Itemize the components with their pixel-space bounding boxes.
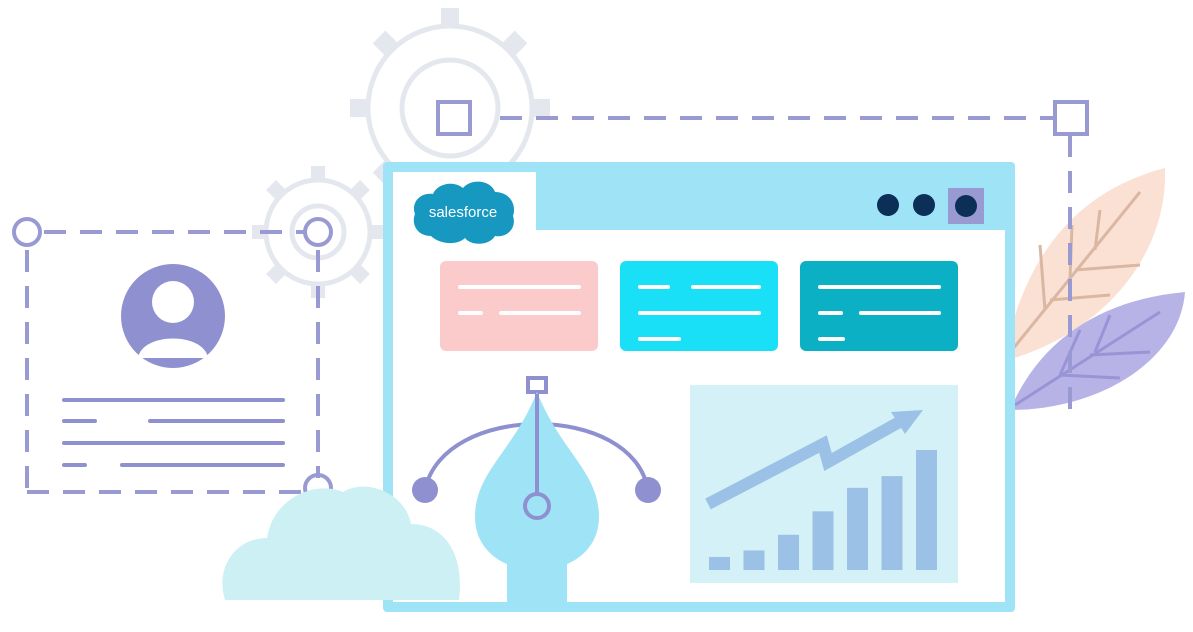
chart-bar xyxy=(709,556,730,570)
dot-icon[interactable] xyxy=(877,194,899,216)
app-window: salesforce xyxy=(383,162,1015,612)
chart-bar xyxy=(916,450,937,570)
card-cyan[interactable] xyxy=(620,261,778,351)
card-pink[interactable] xyxy=(440,261,598,351)
gear-icon xyxy=(252,166,384,298)
card-teal[interactable] xyxy=(800,261,958,351)
salesforce-logo[interactable]: salesforce xyxy=(409,178,517,248)
chart-bar xyxy=(812,511,834,570)
leaf-icon xyxy=(1010,292,1185,410)
growth-arrow-icon xyxy=(705,410,923,510)
card-lines xyxy=(412,285,958,602)
cloud-icon xyxy=(222,486,460,600)
pen-nib-icon xyxy=(412,376,661,602)
chart-bars xyxy=(709,450,937,570)
profile-card-frame xyxy=(12,217,333,503)
user-avatar-icon xyxy=(121,264,225,368)
dot-icon[interactable] xyxy=(913,194,935,216)
dot-icon[interactable] xyxy=(955,195,977,217)
chart-bar xyxy=(847,487,868,570)
chart-bar xyxy=(881,476,903,570)
chart-bar xyxy=(778,534,799,570)
chart-bar xyxy=(743,550,765,570)
profile-text-lines xyxy=(62,398,285,467)
selection-frame xyxy=(436,100,1089,420)
brand-name: salesforce xyxy=(429,204,497,221)
